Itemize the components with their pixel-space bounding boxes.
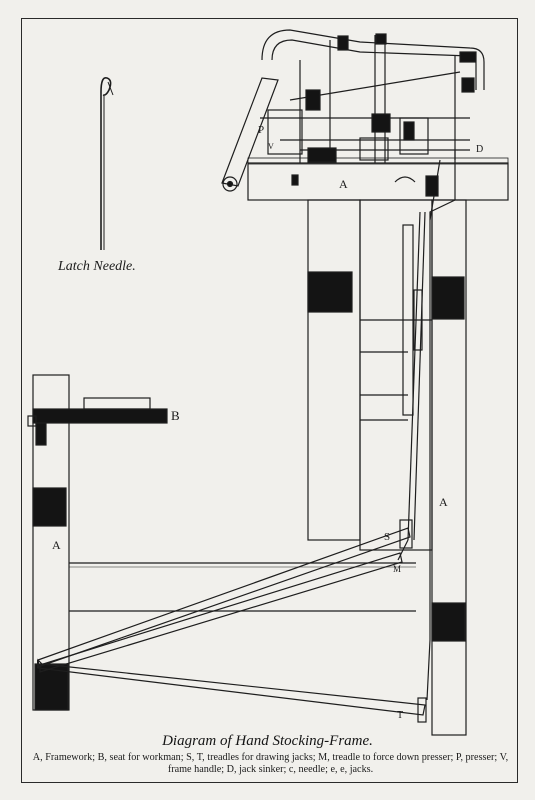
label-treadle-s: S	[384, 531, 390, 543]
label-frame-handle: V	[268, 142, 274, 151]
label-framework-right: A	[439, 495, 448, 509]
right-frame-uprights	[307, 199, 467, 736]
plate-border	[21, 18, 518, 783]
label-framework-left: A	[52, 538, 61, 552]
label-jack-sinker: D	[476, 144, 483, 155]
label-seat: B	[171, 408, 180, 423]
label-treadle-m: M	[393, 564, 401, 574]
latch-needle	[100, 76, 114, 250]
label-framework-top: A	[339, 177, 348, 191]
diagram-title: Diagram of Hand Stocking-Frame.	[162, 733, 373, 749]
label-presser: P	[258, 124, 264, 136]
part-labels: A A A B S M T P V D	[52, 124, 483, 721]
left-frame-post	[32, 374, 70, 711]
label-treadle-t: T	[397, 710, 403, 721]
diagram-legend: A, Framework; B, seat for workman; S, T,…	[32, 752, 509, 775]
treadles	[37, 519, 427, 723]
needle-caption: Latch Needle.	[58, 259, 136, 274]
workman-seat	[27, 397, 168, 446]
frame-head	[221, 29, 509, 201]
